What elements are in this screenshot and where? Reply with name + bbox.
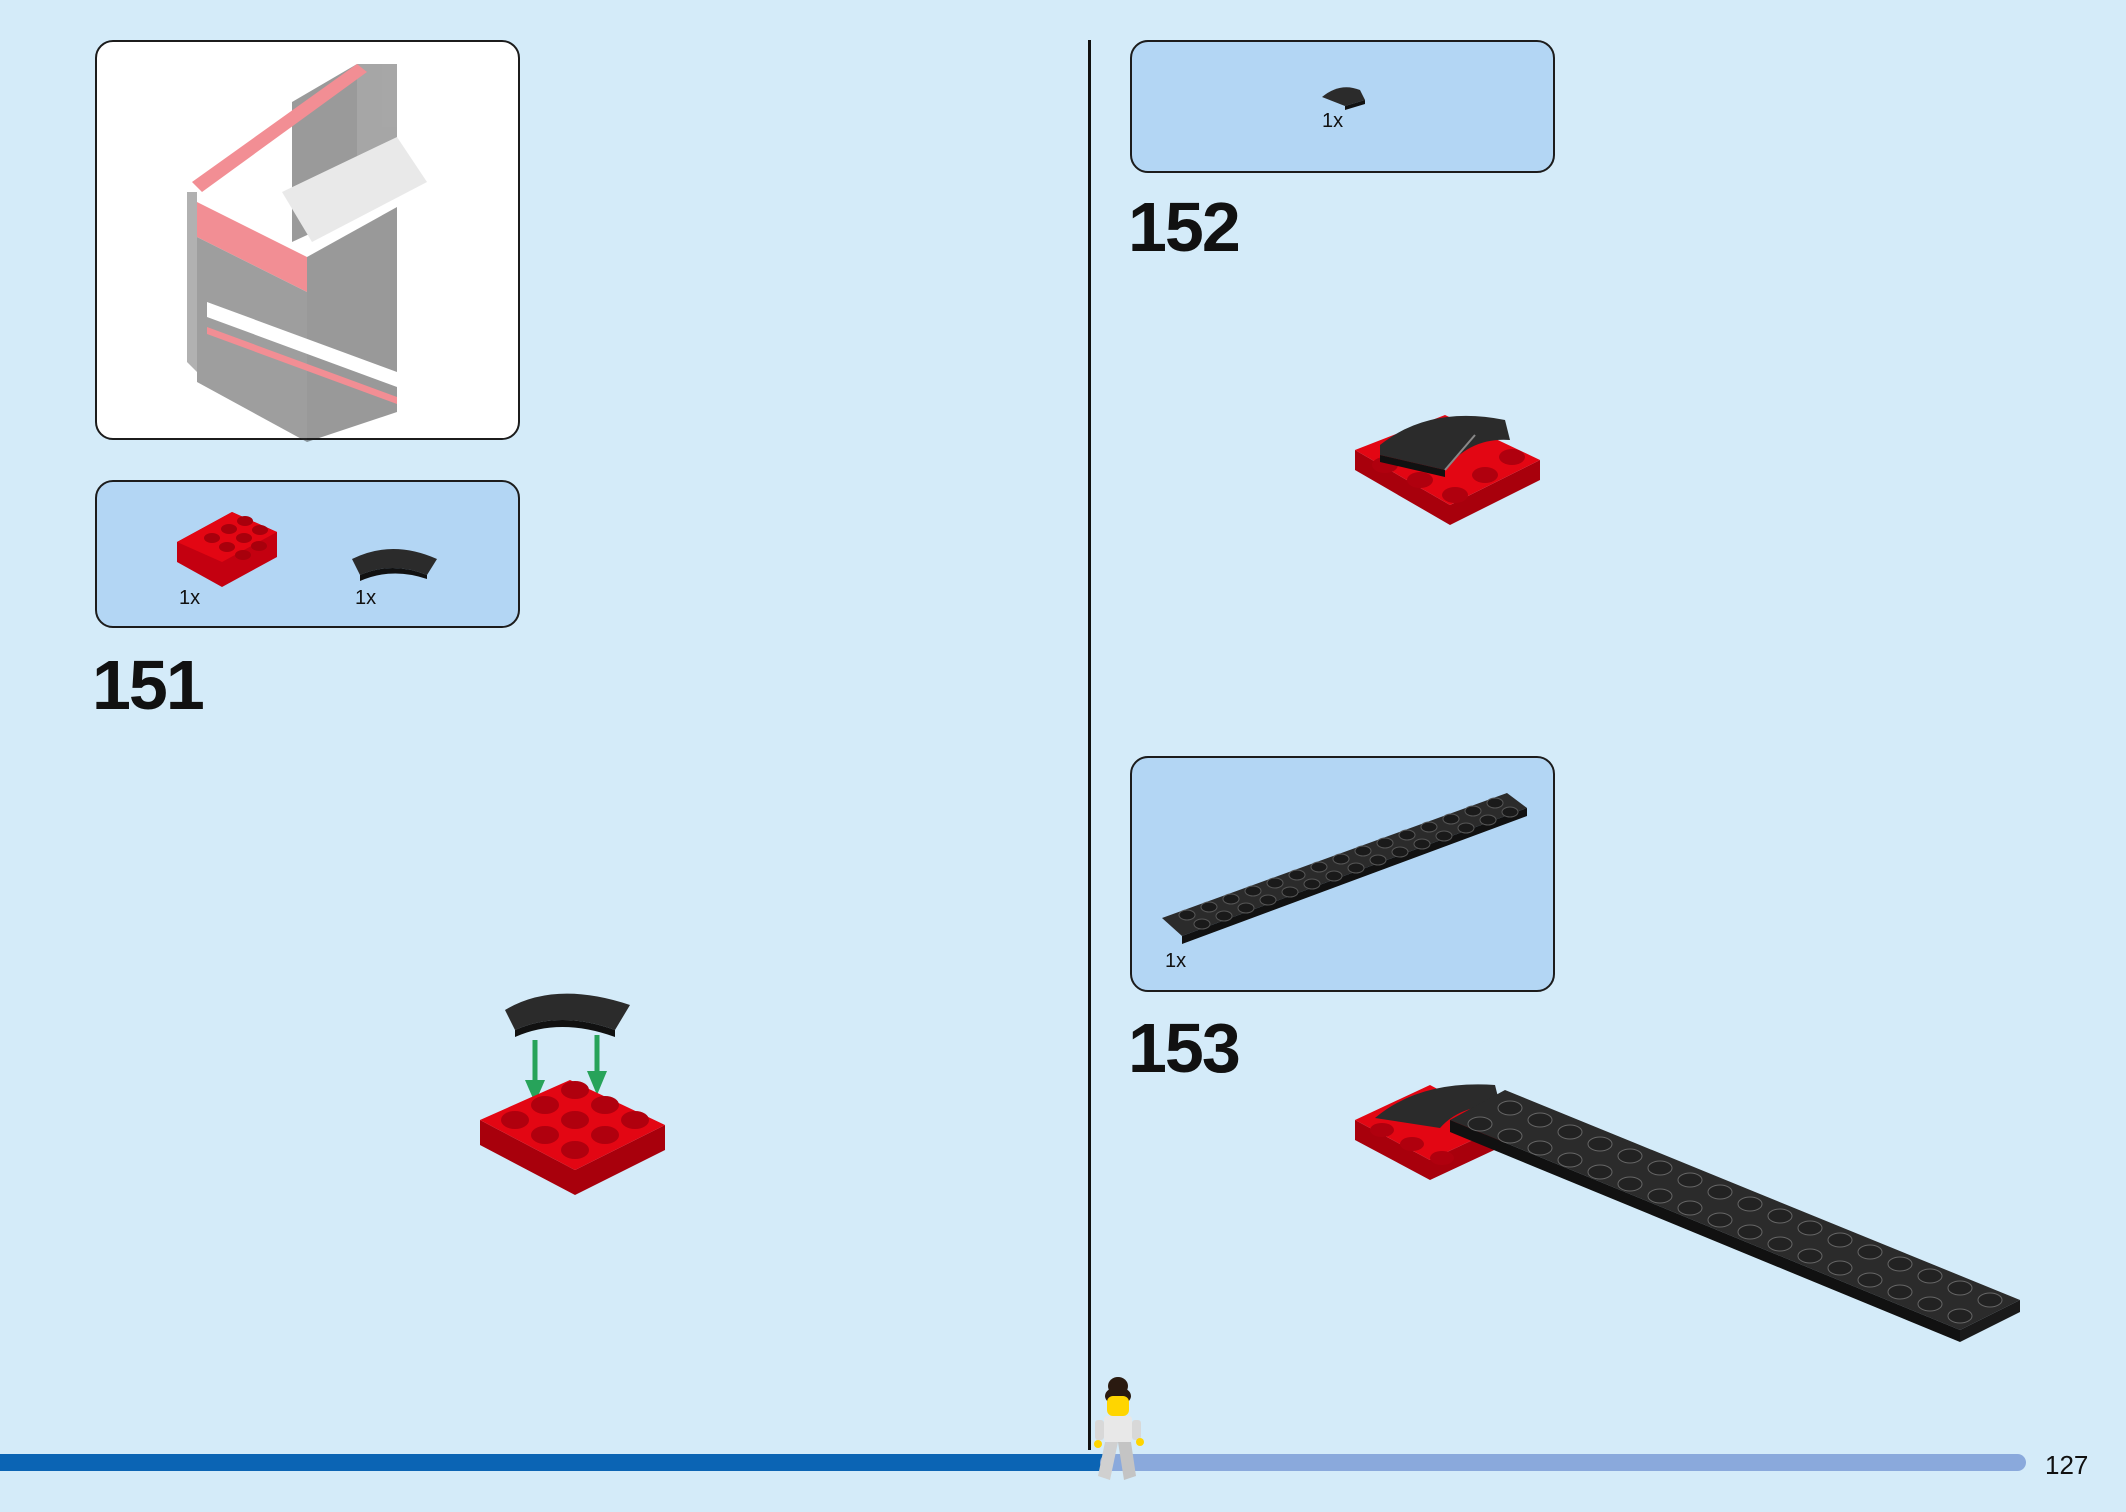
black-curved-tile-icon xyxy=(352,549,437,581)
part-quantity: 1x xyxy=(355,587,377,609)
black-quarter-tile-icon xyxy=(1322,87,1365,110)
red-quarter-round-plate-icon xyxy=(177,512,277,587)
step-number: 152 xyxy=(1128,188,1241,266)
step-153-build-illustration xyxy=(1355,1084,2020,1342)
part-quantity: 1x xyxy=(179,587,201,609)
parts-panel-step-152: 1x xyxy=(1130,40,1555,173)
page-number: 127 xyxy=(2045,1450,2089,1480)
step-152-build-illustration xyxy=(1355,415,1540,525)
step-151-build-illustration xyxy=(480,993,665,1195)
model-preview-panel xyxy=(95,40,520,442)
part-quantity: 1x xyxy=(1165,950,1187,972)
progress-bar-remaining xyxy=(1100,1454,2026,1471)
part-quantity: 1x xyxy=(1322,110,1344,132)
progress-bar-filled xyxy=(0,1454,1110,1471)
parts-panel-step-151: 1x 1x xyxy=(95,480,520,628)
model-preview-image xyxy=(187,64,427,442)
step-number: 151 xyxy=(92,646,205,724)
parts-panel-step-153: 1x xyxy=(1130,756,1555,992)
black-long-plate-icon xyxy=(1162,793,1527,944)
step-number: 153 xyxy=(1128,1009,1241,1087)
minifigure-progress-icon xyxy=(1094,1377,1144,1480)
page-divider xyxy=(1088,40,1091,1450)
